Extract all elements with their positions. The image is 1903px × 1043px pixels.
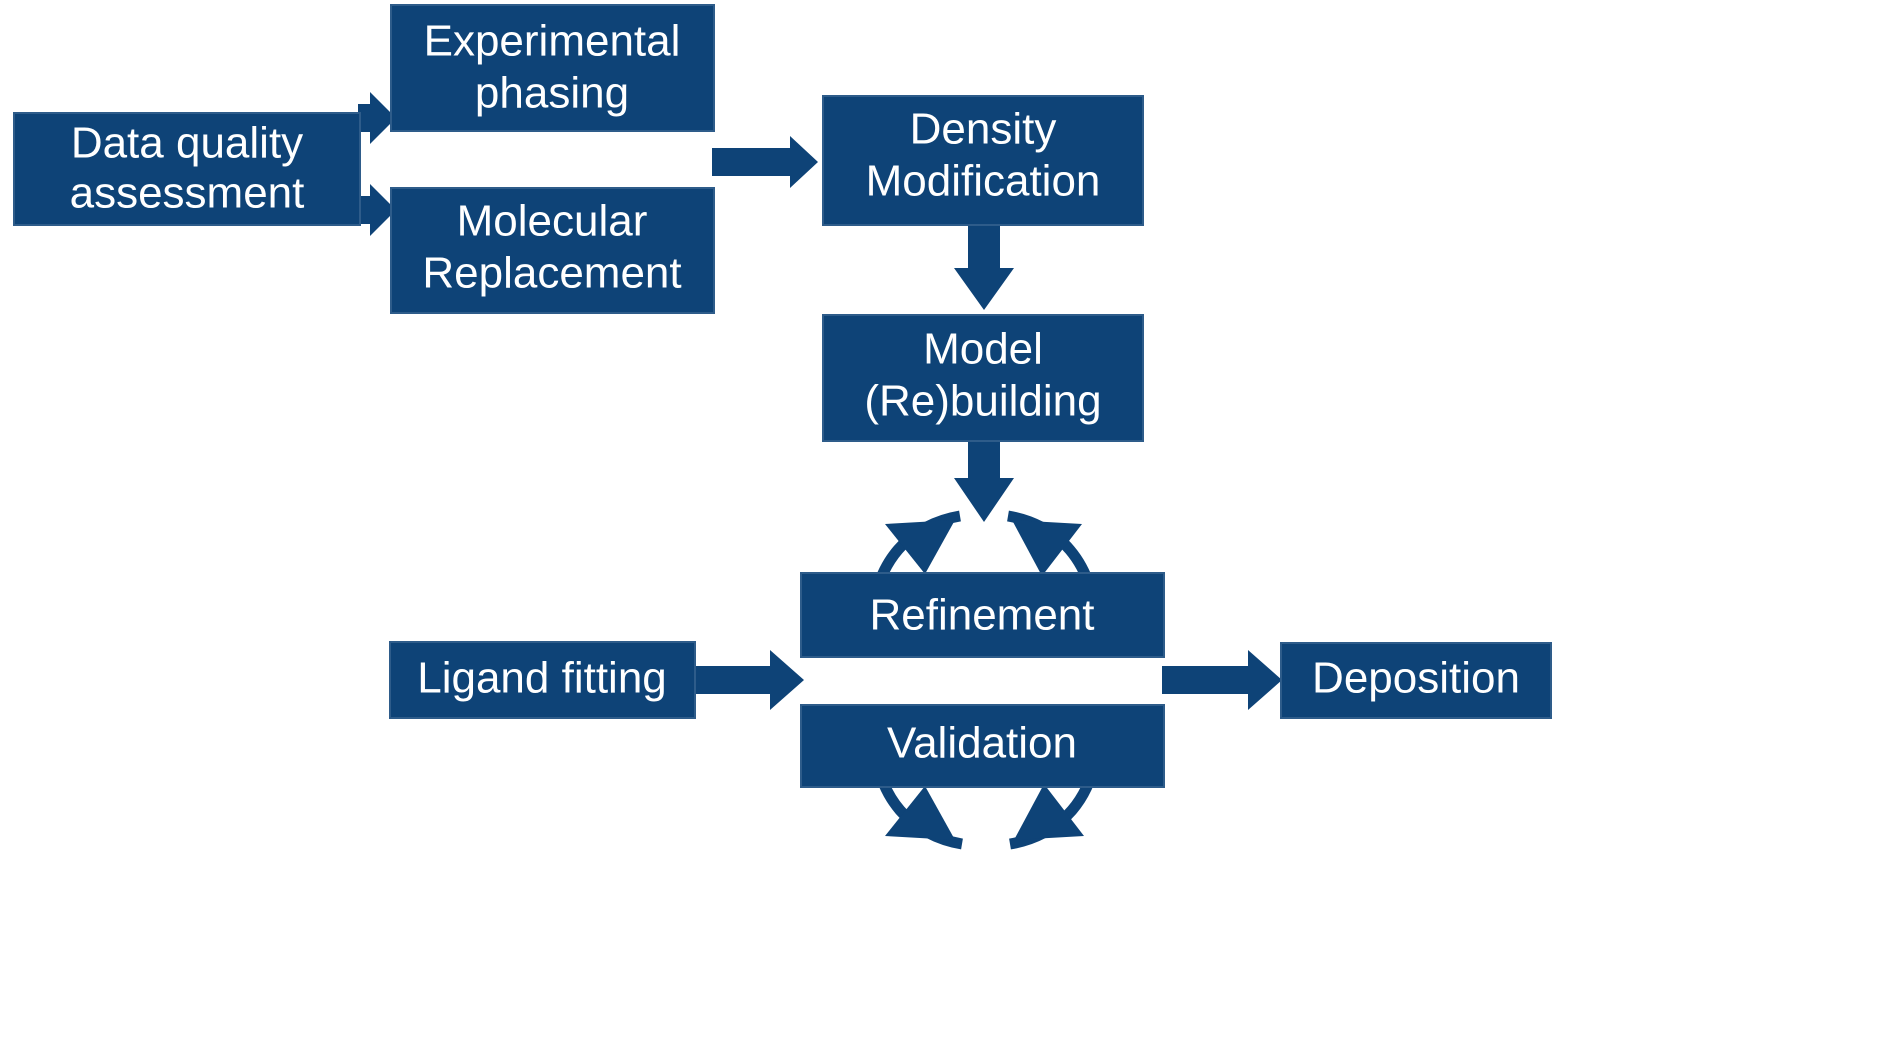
node-label-line1: Validation (887, 719, 1077, 768)
edge-phasing-to-density-modification (712, 136, 818, 188)
edge-cycle-to-deposition (1162, 650, 1282, 710)
node-experimental-phasing[interactable]: Experimental phasing (390, 4, 715, 132)
node-validation[interactable]: Validation (800, 704, 1165, 788)
node-label-line2: phasing (475, 69, 629, 118)
edge-dqa-to-experimental-phasing (358, 92, 396, 144)
node-ligand-fitting[interactable]: Ligand fitting (389, 641, 696, 719)
node-label-line1: Density (910, 105, 1057, 154)
node-data-quality-assessment[interactable]: Data quality assessment (13, 112, 361, 226)
node-label-line1: Experimental (424, 17, 681, 66)
node-label-line2: Replacement (422, 249, 681, 298)
node-label-line2: Modification (866, 157, 1101, 206)
edge-dqa-to-molecular-replacement (358, 184, 396, 236)
node-deposition[interactable]: Deposition (1280, 642, 1552, 719)
node-model-rebuilding[interactable]: Model (Re)building (822, 314, 1144, 442)
edge-ligand-fitting-to-refinement (693, 650, 804, 710)
node-label-line1: Ligand fitting (417, 654, 667, 703)
node-label-line1: Molecular (457, 197, 648, 246)
node-label-line1: Data quality (71, 119, 303, 168)
node-label-line1: Deposition (1312, 654, 1520, 703)
node-density-modification[interactable]: Density Modification (822, 95, 1144, 226)
node-label-line2: (Re)building (864, 377, 1101, 426)
node-label-line1: Refinement (869, 591, 1094, 640)
edge-model-to-refinement (954, 440, 1014, 522)
edge-density-to-model-rebuilding (954, 224, 1014, 310)
node-molecular-replacement[interactable]: Molecular Replacement (390, 187, 715, 314)
node-label-line2: assessment (70, 169, 305, 218)
node-refinement[interactable]: Refinement (800, 572, 1165, 658)
node-label-line1: Model (923, 325, 1043, 374)
